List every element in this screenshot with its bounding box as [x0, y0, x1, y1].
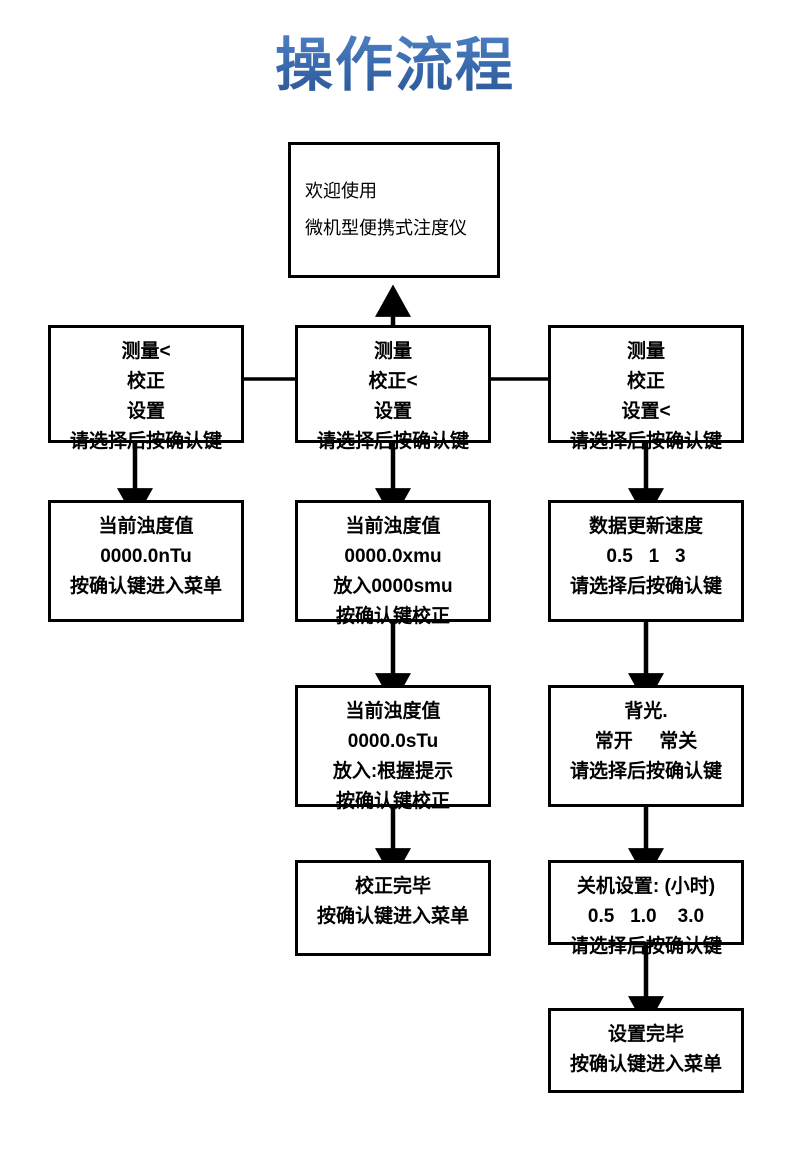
node-settings-poweroff-line-1: 关机设置: (小时)	[576, 876, 716, 897]
node-calibrate-step2[interactable]: 当前浊度值 0000.0sTu 放入:根握提示 按确认键校正	[295, 685, 491, 812]
node-welcome-line-1: 欢迎使用	[305, 181, 377, 202]
node-calibrate-step2-line-4: 按确认键校正	[335, 791, 450, 813]
node-menu-measure[interactable]: 测量< 校正 设置 请选择后按确认键	[48, 325, 244, 452]
node-calibrate-step1-line-4: 按确认键校正	[335, 606, 450, 628]
node-settings-refresh-rate-line-1: 数据更新速度	[588, 516, 703, 537]
node-menu-calibrate-line-1: 测量	[373, 341, 412, 362]
node-settings-backlight-line-1: 背光.	[624, 701, 668, 722]
node-welcome[interactable]: 欢迎使用 微机型便携式注度仪	[288, 142, 500, 278]
node-calibrate-step2-line-1: 当前浊度值	[345, 701, 441, 722]
node-calibrate-step1-line-2: 0000.0xmu	[344, 546, 442, 568]
node-menu-settings-line-4: 请选择后按确认键	[569, 431, 722, 453]
node-menu-calibrate[interactable]: 测量 校正< 设置 请选择后按确认键	[295, 325, 491, 452]
node-measure-reading-line-3: 按确认键进入菜单	[69, 576, 222, 598]
node-menu-settings-line-3: 设置<	[621, 401, 671, 423]
node-calibrate-step1[interactable]: 当前浊度值 0000.0xmu 放入0000smu 按确认键校正	[295, 500, 491, 627]
node-measure-reading-line-1: 当前浊度值	[98, 516, 194, 537]
node-settings-refresh-rate-line-2: 0.5 1 3	[606, 546, 686, 568]
node-measure-reading-line-2: 0000.0nTu	[100, 546, 192, 568]
node-calibrate-done[interactable]: 校正完毕 按确认键进入菜单	[295, 860, 491, 956]
page-title: 操作流程	[0, 34, 790, 98]
node-settings-refresh-rate[interactable]: 数据更新速度 0.5 1 3 请选择后按确认键	[548, 500, 744, 622]
node-settings-backlight-line-2: 常开 常关	[594, 731, 698, 753]
node-settings-poweroff-line-2: 0.5 1.0 3.0	[587, 906, 705, 928]
node-menu-measure-line-3: 设置	[126, 401, 165, 423]
node-calibrate-step1-line-1: 当前浊度值	[345, 516, 441, 537]
node-calibrate-done-line-1: 校正完毕	[354, 876, 431, 897]
node-menu-measure-line-4: 请选择后按确认键	[69, 431, 222, 453]
node-settings-done[interactable]: 设置完毕 按确认键进入菜单	[548, 1008, 744, 1093]
node-calibrate-step2-line-2: 0000.0sTu	[347, 731, 439, 753]
node-settings-poweroff-line-3: 请选择后按确认键	[569, 936, 722, 958]
node-menu-measure-line-1: 测量<	[121, 341, 171, 362]
node-calibrate-step1-line-3: 放入0000smu	[333, 576, 453, 598]
node-calibrate-done-line-2: 按确认键进入菜单	[316, 906, 469, 928]
node-menu-settings[interactable]: 测量 校正 设置< 请选择后按确认键	[548, 325, 744, 452]
node-settings-backlight-line-3: 请选择后按确认键	[569, 761, 722, 783]
node-settings-done-line-2: 按确认键进入菜单	[569, 1054, 722, 1076]
node-settings-backlight[interactable]: 背光. 常开 常关 请选择后按确认键	[548, 685, 744, 807]
node-menu-calibrate-line-4: 请选择后按确认键	[316, 431, 469, 453]
node-menu-calibrate-line-3: 设置	[373, 401, 412, 423]
node-settings-done-line-1: 设置完毕	[607, 1024, 684, 1045]
node-menu-measure-line-2: 校正	[126, 371, 165, 393]
node-settings-poweroff[interactable]: 关机设置: (小时) 0.5 1.0 3.0 请选择后按确认键	[548, 860, 744, 957]
node-menu-settings-line-2: 校正	[626, 371, 665, 393]
node-menu-calibrate-line-2: 校正<	[368, 371, 418, 393]
node-settings-refresh-rate-line-3: 请选择后按确认键	[569, 576, 722, 598]
node-menu-settings-line-1: 测量	[626, 341, 665, 362]
node-measure-reading[interactable]: 当前浊度值 0000.0nTu 按确认键进入菜单	[48, 500, 244, 622]
node-welcome-line-2: 微机型便携式注度仪	[305, 218, 467, 238]
node-calibrate-step2-line-3: 放入:根握提示	[332, 761, 454, 783]
